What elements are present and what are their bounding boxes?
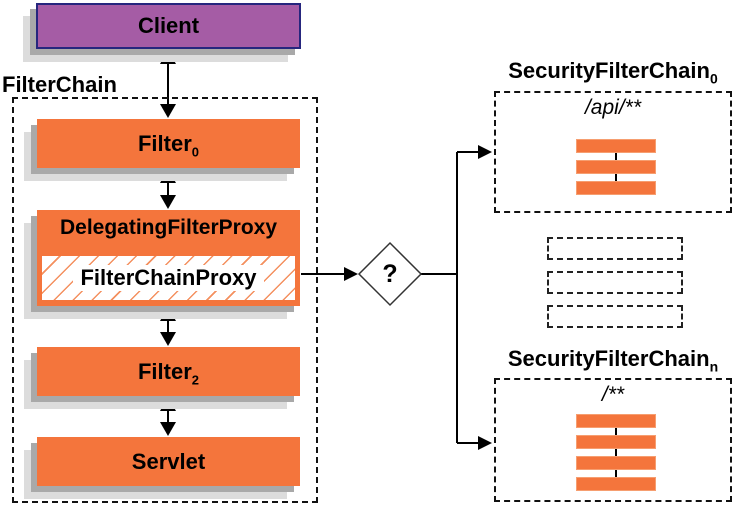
decision-diamond bbox=[357, 241, 423, 307]
subscript: n bbox=[709, 358, 719, 375]
filter2-label: Filter2 bbox=[137, 358, 200, 387]
filter-chain-proxy-box: FilterChainProxy bbox=[40, 254, 297, 302]
subscript: 2 bbox=[191, 371, 200, 387]
security-filter-chain-0-box bbox=[494, 91, 732, 213]
filter-bar bbox=[576, 435, 656, 449]
filterchain-container bbox=[12, 97, 318, 503]
subscript: 0 bbox=[191, 143, 200, 159]
servlet-box: Servlet bbox=[37, 437, 300, 486]
filter0-label: Filter0 bbox=[137, 130, 200, 159]
client-box: Client bbox=[36, 3, 301, 49]
url-pattern-api: /api/** bbox=[584, 96, 642, 119]
url-pattern-root: /** bbox=[601, 383, 625, 406]
filter2-box: Filter2 bbox=[37, 347, 300, 396]
placeholder-bar bbox=[547, 271, 683, 294]
client-label: Client bbox=[137, 13, 200, 38]
placeholder-bar bbox=[547, 305, 683, 328]
question-mark: ? bbox=[382, 260, 398, 288]
filter-bar bbox=[576, 139, 656, 153]
subscript: 0 bbox=[709, 70, 718, 87]
filter-bar bbox=[576, 456, 656, 470]
security-filter-chain-0-title: SecurityFilterChain0 bbox=[508, 58, 718, 87]
filterchain-label: FilterChain bbox=[2, 72, 117, 97]
delegating-filter-proxy-label: DelegatingFilterProxy bbox=[59, 216, 278, 239]
delegating-filter-proxy-box: DelegatingFilterProxy FilterChainProxy bbox=[37, 210, 300, 306]
servlet-label: Servlet bbox=[131, 448, 206, 474]
placeholder-bar bbox=[547, 237, 683, 260]
filter-bar bbox=[576, 181, 656, 195]
filter-bar bbox=[576, 477, 656, 491]
filter-bar bbox=[576, 160, 656, 174]
filter-chain-proxy-label: FilterChainProxy bbox=[73, 265, 264, 291]
filter-bar bbox=[576, 414, 656, 428]
security-filter-chain-n-title: SecurityFilterChainn bbox=[507, 346, 719, 375]
security-filter-chain-n-box bbox=[494, 378, 732, 502]
filter0-box: Filter0 bbox=[37, 119, 300, 168]
